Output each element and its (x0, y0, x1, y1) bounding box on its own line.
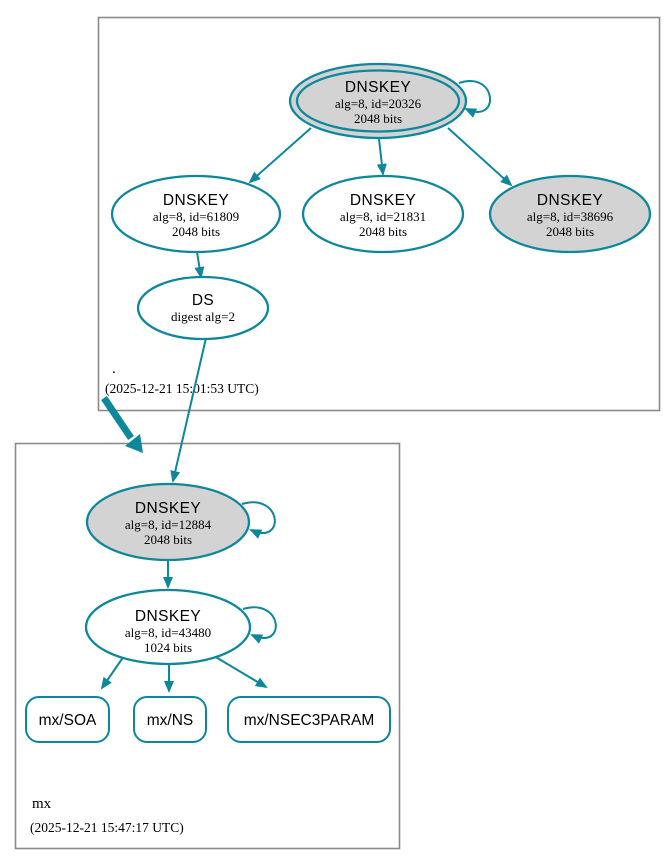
node-bits: 2048 bits (172, 224, 220, 239)
node-detail: digest alg=2 (171, 309, 235, 324)
node-dnskey-61809[interactable]: DNSKEY alg=8, id=61809 2048 bits (110, 174, 282, 254)
edge-ksk20326-to-zsk21831 (376, 138, 387, 176)
edge-zsk43480-self-sign (242, 606, 277, 644)
node-detail: alg=8, id=38696 (527, 209, 614, 224)
mx-zone-timestamp: (2025-12-21 15:47:17 UTC) (30, 820, 184, 835)
node-detail: alg=8, id=61809 (153, 209, 239, 224)
edge-ds-to-ksk12884 (170, 337, 207, 483)
rrset-label: mx/NS (147, 712, 194, 729)
node-title: DNSKEY (537, 192, 603, 209)
node-rrset-mx-ns[interactable]: mx/NS (133, 696, 207, 743)
mx-zone-box: mx (2025-12-21 15:47:17 UTC) (14, 442, 401, 850)
node-dnskey-21831[interactable]: DNSKEY alg=8, id=21831 2048 bits (301, 174, 465, 254)
rrset-label: mx/NSEC3PARAM (244, 712, 375, 729)
root-zone-name: . (112, 361, 116, 377)
node-title: DNSKEY (163, 192, 229, 209)
node-title: DS (192, 292, 214, 309)
node-dnskey-12884[interactable]: DNSKEY alg=8, id=12884 2048 bits (85, 482, 251, 562)
node-title: DNSKEY (135, 500, 201, 517)
node-rrset-mx-nsec3param[interactable]: mx/NSEC3PARAM (227, 696, 391, 743)
rrset-label: mx/SOA (39, 712, 97, 729)
node-dnskey-43480[interactable]: DNSKEY alg=8, id=43480 1024 bits (84, 588, 252, 666)
node-detail: alg=8, id=43480 (125, 625, 211, 640)
edge-ksk20326-to-zsk61809 (248, 127, 312, 184)
node-detail: alg=8, id=20326 (335, 96, 422, 111)
node-detail: alg=8, id=21831 (340, 209, 426, 224)
node-bits: 2048 bits (354, 111, 402, 126)
root-zone-box: . (2025-12-21 15:01:53 UTC) (97, 16, 661, 412)
node-title: DNSKEY (350, 192, 416, 209)
edge-ksk20326-self-sign (458, 80, 491, 118)
edge-root-to-mx-delegation (101, 396, 143, 453)
node-rrset-mx-soa[interactable]: mx/SOA (25, 696, 110, 743)
edge-ksk12884-self-sign (241, 501, 276, 539)
node-detail: alg=8, id=12884 (125, 517, 212, 532)
edge-zsk61809-to-ds (194, 251, 205, 279)
node-bits: 2048 bits (144, 532, 192, 547)
node-bits: 2048 bits (359, 224, 407, 239)
node-dnskey-20326[interactable]: DNSKEY alg=8, id=20326 2048 bits (288, 62, 468, 140)
root-zone-timestamp: (2025-12-21 15:01:53 UTC) (105, 381, 259, 396)
node-bits: 2048 bits (546, 224, 594, 239)
edge-zsk43480-to-nsec3param (213, 655, 268, 689)
node-bits: 1024 bits (144, 640, 192, 655)
node-dnskey-38696[interactable]: DNSKEY alg=8, id=38696 2048 bits (488, 174, 652, 254)
node-ds[interactable]: DS digest alg=2 (136, 275, 270, 341)
mx-zone-name: mx (32, 796, 52, 812)
node-title: DNSKEY (135, 608, 201, 625)
edge-zsk43480-to-soa (100, 655, 125, 690)
node-title: DNSKEY (345, 79, 411, 96)
edge-ksk20326-to-key38696 (447, 127, 513, 187)
